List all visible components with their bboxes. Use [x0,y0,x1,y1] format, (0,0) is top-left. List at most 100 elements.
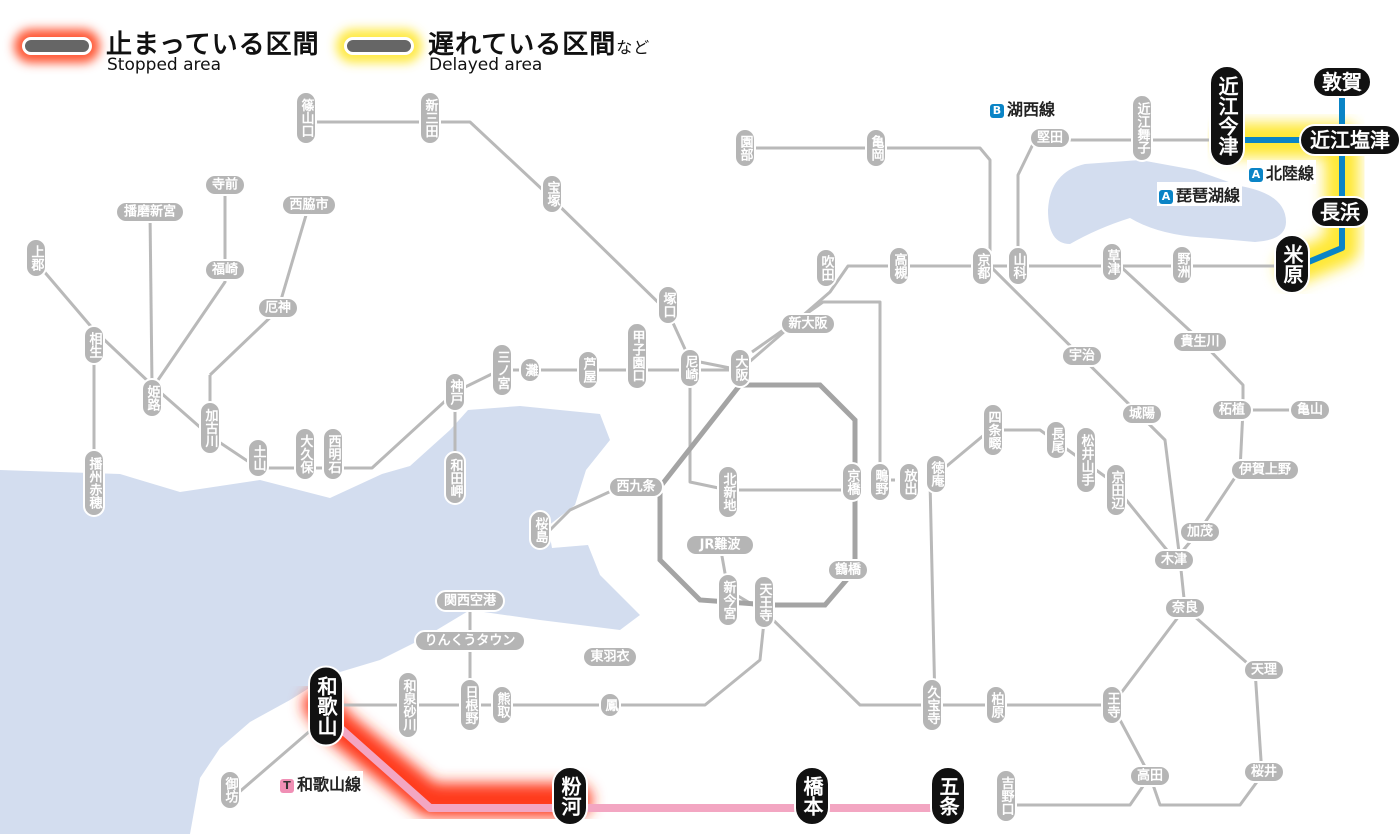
station-kumatori[interactable]: 熊取 [491,685,513,725]
station-pill [1153,549,1195,571]
station-kobe[interactable]: 神戸 [444,372,466,412]
station-nagahama[interactable]: 長浜 [1310,196,1370,228]
station-katata[interactable]: 堅田 [1029,127,1071,149]
station-jrnamba[interactable]: JR難波 [685,534,755,556]
station-okubo[interactable]: 大久保 [294,427,316,481]
station-kusatsu[interactable]: 草津 [1101,242,1123,282]
station-kokawa[interactable]: 粉河 [552,766,588,826]
station-omishiotsu[interactable]: 近江塩津 [1299,124,1400,156]
station-kyotanabe[interactable]: 京田辺 [1105,463,1127,517]
station-tennoji[interactable]: 天王寺 [753,575,775,629]
station-omimaiko[interactable]: 近江舞子 [1131,94,1153,162]
station-nagao[interactable]: 長尾 [1045,420,1067,460]
station-nishiwakishi[interactable]: 西脇市 [281,194,337,216]
station-yasu[interactable]: 野洲 [1171,245,1193,285]
station-igaueno[interactable]: 伊賀上野 [1230,459,1300,481]
station-kyuhoji[interactable]: 久宝寺 [921,678,943,732]
station-koshienguchi[interactable]: 甲子園口 [626,322,648,390]
station-kansaikuko[interactable]: 関西空港 [435,590,505,612]
station-otori[interactable]: 鳳 [599,692,621,718]
station-wadamisaki[interactable]: 和田岬 [444,451,466,505]
station-amagasaki[interactable]: 尼崎 [679,348,701,388]
station-aioi[interactable]: 相生 [83,325,105,365]
station-ashiya[interactable]: 芦屋 [577,350,599,390]
station-sonobe[interactable]: 園部 [734,128,756,168]
station-sannomiya[interactable]: 三ノ宮 [491,343,513,397]
station-kameoka[interactable]: 亀岡 [865,128,887,168]
station-label: 草津 [1105,248,1121,276]
station-uji[interactable]: 宇治 [1061,345,1103,367]
station-pill [1209,65,1245,167]
station-tsuchiyama[interactable]: 土山 [247,438,269,478]
station-tsuge[interactable]: 柘植 [1211,399,1253,421]
station-yakujin[interactable]: 厄神 [257,297,299,319]
station-yamashina[interactable]: 山科 [1007,246,1029,286]
station-pill [1243,761,1285,783]
station-kibukawa[interactable]: 貴生川 [1172,331,1228,353]
station-gojo[interactable]: 五条 [930,766,966,826]
station-sasayamaguchi[interactable]: 篠山口 [295,91,317,145]
stopped-title: 止まっている区間 [106,30,320,60]
station-kitashinchi[interactable]: 北新地 [717,465,739,519]
station-tsuruhashi[interactable]: 鶴橋 [827,559,869,581]
station-shinosaka[interactable]: 新大阪 [780,313,836,335]
station-pill [925,454,947,494]
station-kamo[interactable]: 加茂 [1179,521,1221,543]
station-omiimazu[interactable]: 近江今津 [1209,65,1245,167]
station-pill [869,462,891,502]
station-matsuiyamate[interactable]: 松井山手 [1075,426,1097,494]
station-hashimoto[interactable]: 橋本 [794,766,830,826]
line-name: 琵琶湖線 [1176,186,1241,205]
station-shijonawate[interactable]: 四条畷 [982,403,1004,457]
station-banshuako[interactable]: 播州赤穂 [83,449,105,517]
station-kyoto[interactable]: 京都 [971,246,993,286]
station-rinkutown[interactable]: りんくうタウン [414,630,526,652]
station-teramae[interactable]: 寺前 [204,174,246,196]
station-higashihagoromo[interactable]: 東羽衣 [582,646,638,668]
station-tsukaguchi[interactable]: 塚口 [657,285,679,325]
station-shigino[interactable]: 鴫野 [869,462,891,502]
station-hanaten[interactable]: 放出 [898,462,920,502]
station-tenri[interactable]: 天理 [1243,659,1285,681]
station-nara[interactable]: 奈良 [1164,597,1206,619]
station-sakurajima[interactable]: 桜島 [529,510,551,550]
station-nishikujo[interactable]: 西九条 [608,476,664,498]
station-kizu[interactable]: 木津 [1153,549,1195,571]
station-kashiwara[interactable]: 柏原 [985,685,1007,725]
station-pill [921,678,943,732]
station-osaka[interactable]: 大阪 [729,348,751,388]
station-maibara[interactable]: 米原 [1274,234,1310,294]
station-label: 三ノ宮 [495,351,511,390]
station-takarazuka[interactable]: 宝塚 [541,174,563,214]
station-izumisunagawa[interactable]: 和泉砂川 [397,671,419,739]
station-nada[interactable]: 灘 [519,357,541,383]
station-kyobashi[interactable]: 京橋 [841,462,863,502]
station-yoshinoguchi[interactable]: 吉野口 [995,769,1017,823]
station-sakurai[interactable]: 桜井 [1243,761,1285,783]
station-oji[interactable]: 王寺 [1101,685,1123,725]
station-nishiakashi[interactable]: 西明石 [322,427,344,481]
station-shinsanda[interactable]: 新三田 [419,91,441,145]
station-shinimamiya[interactable]: 新今宮 [717,573,739,627]
station-takada[interactable]: 高田 [1129,765,1171,787]
station-suita[interactable]: 吹田 [815,248,837,288]
station-gobo[interactable]: 御坊 [219,770,241,810]
station-wakayama[interactable]: 和歌山 [308,665,344,747]
station-kakogawa[interactable]: 加古川 [199,401,221,455]
station-harimashingu[interactable]: 播磨新宮 [115,201,185,223]
station-kamigori[interactable]: 上郡 [25,238,47,278]
station-joyo[interactable]: 城陽 [1121,403,1163,425]
station-tokuan[interactable]: 徳庵 [925,454,947,494]
station-kameyama[interactable]: 亀山 [1289,399,1331,421]
station-takatsuki[interactable]: 高槻 [888,246,910,286]
station-pill [115,201,185,223]
station-pill [898,462,920,502]
station-hineno[interactable]: 日根野 [459,678,481,732]
station-tsuruga[interactable]: 敦賀 [1312,66,1372,98]
station-fukusaki[interactable]: 福崎 [204,259,246,281]
station-himeji[interactable]: 姫路 [141,378,163,418]
